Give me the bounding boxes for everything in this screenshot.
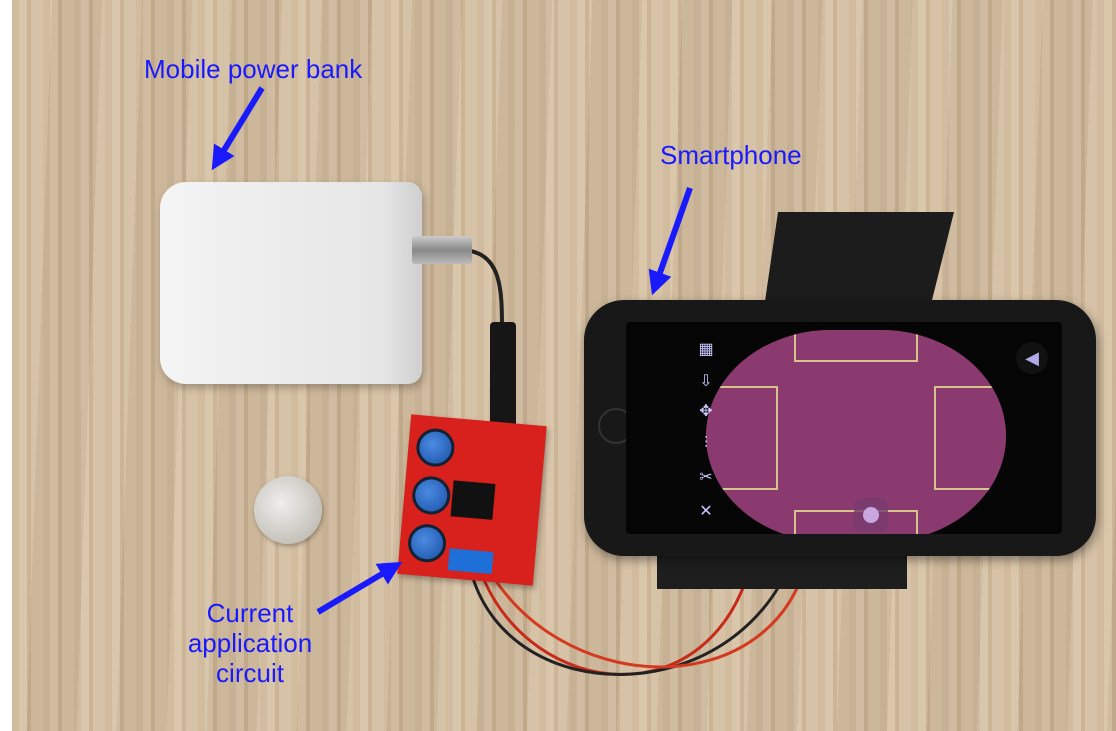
electrode-pad <box>934 386 1006 490</box>
phone-stand <box>764 212 954 308</box>
circuit-label-line: Current <box>206 598 294 628</box>
power-bank <box>160 182 422 384</box>
sliders-icon[interactable]: ⫶ <box>703 435 708 452</box>
phone-screen: ▦ ⇩ ✥ ⫶ ✂ ✕ ◀ <box>626 322 1062 534</box>
close-icon[interactable]: ✕ <box>699 503 713 520</box>
power-bank-label: Mobile power bank <box>144 54 363 84</box>
dpad-icon[interactable]: ✥ <box>699 403 713 420</box>
dc-plug <box>490 322 516 432</box>
arrow-power-bank <box>211 86 265 171</box>
arrow-circuit <box>316 561 403 615</box>
smartphone-label: Smartphone <box>660 140 802 170</box>
electrode-pad <box>706 386 778 490</box>
gallery-icon[interactable]: ▦ <box>698 341 714 358</box>
scissors-icon[interactable]: ✂ <box>699 469 713 486</box>
smartphone: ▦ ⇩ ✥ ⫶ ✂ ✕ ◀ <box>584 300 1096 556</box>
shutter-button[interactable] <box>854 498 888 532</box>
coin <box>254 476 322 544</box>
circuit-label: Current application circuit <box>160 598 340 688</box>
usb-plug <box>412 236 472 264</box>
electrode-pad <box>794 330 918 362</box>
download-icon[interactable]: ⇩ <box>699 373 713 390</box>
play-icon[interactable]: ◀ <box>1016 342 1048 374</box>
photo: ▦ ⇩ ✥ ⫶ ✂ ✕ ◀ <box>12 0 1116 731</box>
circuit-label-line: circuit <box>216 658 284 688</box>
circuit-label-line: application <box>187 628 313 658</box>
arrow-smartphone <box>648 186 693 296</box>
